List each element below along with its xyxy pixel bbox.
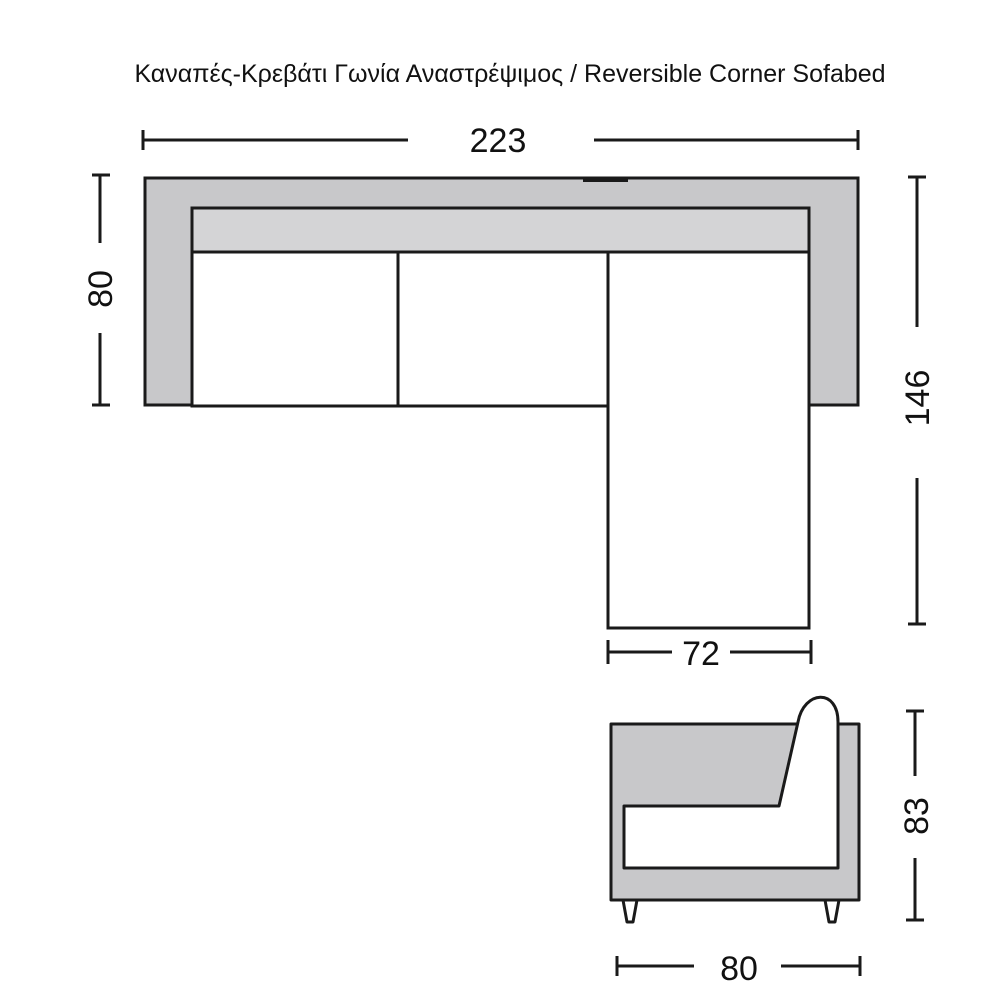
dimension-side-depth [615, 956, 862, 976]
seat-area [190, 250, 811, 630]
dimension-label-chaise-width: 72 [682, 635, 720, 673]
dimension-label-main-depth: 80 [82, 270, 120, 308]
dimension-label-side-height: 83 [898, 797, 936, 835]
diagram-title: Καναπές-Κρεβάτι Γωνία Αναστρέψιμος / Rev… [134, 60, 885, 88]
backrest-cushion [190, 206, 811, 254]
top-view [143, 176, 860, 630]
dimension-label-chaise-length: 146 [899, 370, 937, 427]
sofa-side-cushion [622, 695, 840, 870]
dimension-total-width [141, 130, 860, 150]
sofa-leg-back [823, 898, 841, 924]
dimension-chaise-length [908, 175, 926, 626]
sofa-leg-front [621, 898, 639, 924]
dimension-label-side-depth: 80 [720, 950, 758, 988]
dimension-side-height [906, 709, 924, 922]
side-view [609, 695, 861, 924]
dimension-chaise-width [606, 640, 813, 664]
dimension-label-total-width: 223 [470, 122, 527, 160]
dimension-main-depth [92, 173, 110, 407]
